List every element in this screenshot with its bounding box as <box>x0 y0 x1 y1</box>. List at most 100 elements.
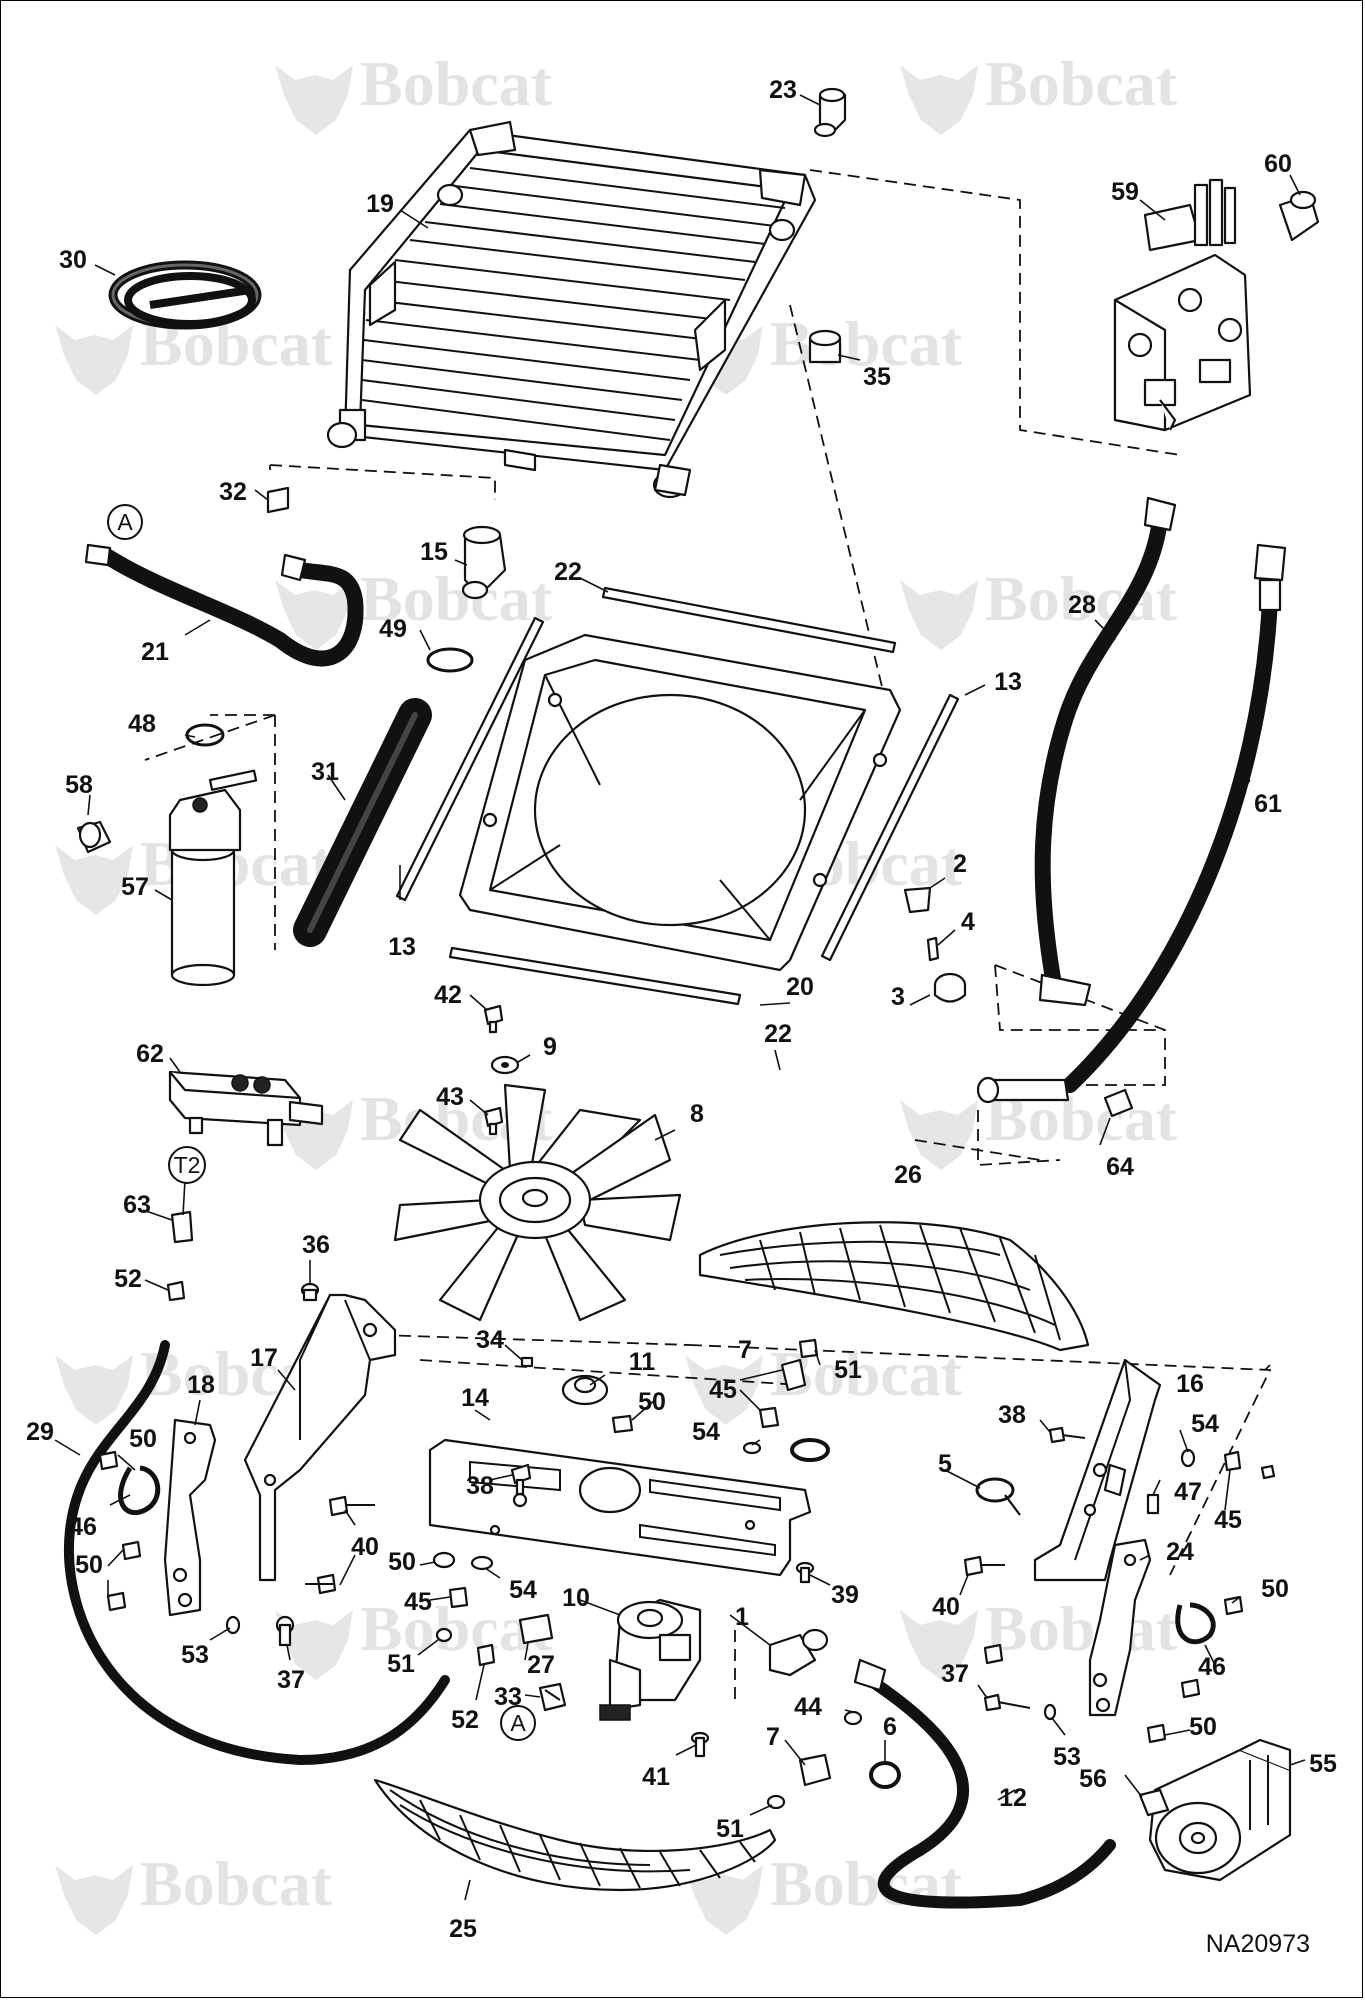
callout-39: 39 <box>831 1581 859 1609</box>
bobcat-watermark: Bobcat <box>900 48 1178 135</box>
clip-45-center <box>758 1406 780 1429</box>
callout-59: 59 <box>1111 178 1139 206</box>
callout-5: 5 <box>938 1450 952 1478</box>
callout-40-2: 40 <box>932 1593 960 1621</box>
callout-51: 51 <box>834 1356 862 1384</box>
clip-7-lower <box>798 1753 832 1787</box>
callout-4: 4 <box>961 908 975 936</box>
watermark-text: Bobcat <box>360 48 553 119</box>
callout-38-2: 38 <box>998 1401 1026 1429</box>
callout-7-2: 7 <box>766 1723 780 1751</box>
callout-32: 32 <box>219 478 247 506</box>
callout-58: 58 <box>65 771 93 799</box>
nut-50-mid <box>432 1551 456 1569</box>
clip-7-upper <box>780 1358 807 1392</box>
callout-28: 28 <box>1068 591 1096 619</box>
clamp-46-left <box>118 1465 161 1516</box>
clamp-49 <box>426 647 474 673</box>
callout-27: 27 <box>527 1651 555 1679</box>
callout-25: 25 <box>449 1915 477 1943</box>
callout-63: 63 <box>123 1191 151 1219</box>
callout-13: 13 <box>994 668 1022 696</box>
washer-54-right <box>1180 1448 1196 1468</box>
callout-3: 3 <box>891 983 905 1011</box>
hose-61 <box>976 543 1287 1104</box>
pin-47 <box>1146 1493 1160 1515</box>
bracket-18 <box>163 1418 217 1617</box>
callout-35: 35 <box>863 363 891 391</box>
callout-8: 8 <box>690 1100 704 1128</box>
callout-22: 22 <box>554 558 582 586</box>
callout-50: 50 <box>129 1425 157 1453</box>
nut-51-mid <box>435 1627 453 1643</box>
bolt-40-right-upper <box>963 1555 1005 1577</box>
washer-53-left <box>225 1615 241 1635</box>
clamp-center <box>790 1438 830 1462</box>
bolt-43 <box>483 1106 504 1136</box>
washer-53-right <box>1043 1703 1057 1721</box>
callout-36: 36 <box>302 1231 330 1259</box>
callout-42: 42 <box>434 981 462 1009</box>
elbow-fitting-1 <box>768 1628 829 1677</box>
clip-45-mid <box>448 1586 469 1609</box>
fan-guard-26 <box>698 1221 1090 1352</box>
nut-50-left-b <box>121 1540 142 1561</box>
callout-38: 38 <box>466 1472 494 1500</box>
callout-45-3: 45 <box>1214 1506 1242 1534</box>
nut-50-left-c <box>106 1591 127 1612</box>
callout-48: 48 <box>128 710 156 738</box>
callout-11: 11 <box>629 1348 656 1376</box>
nut-50-left-a <box>98 1450 119 1471</box>
callout-49: 49 <box>379 615 407 643</box>
clip-45-right <box>1223 1450 1242 1472</box>
callout-9: 9 <box>543 1033 557 1061</box>
svg-text:T2: T2 <box>174 1152 201 1178</box>
hub-11 <box>561 1374 609 1406</box>
callout-50-5: 50 <box>1261 1575 1289 1603</box>
clip-52-lower <box>476 1643 496 1667</box>
callout-51-2: 51 <box>387 1650 415 1678</box>
bolt-40-right-lower <box>983 1643 1004 1665</box>
callout-61: 61 <box>1254 790 1282 818</box>
callout-34: 34 <box>476 1326 504 1354</box>
screw-4 <box>926 936 940 962</box>
callout-16: 16 <box>1176 1370 1204 1398</box>
callout-46-2: 46 <box>1198 1653 1226 1681</box>
callout-54-3: 54 <box>1191 1410 1219 1438</box>
nut-51-upper <box>798 1338 819 1359</box>
callout-44: 44 <box>794 1693 822 1721</box>
bolt-42 <box>483 1004 504 1034</box>
control-valve-59 <box>1113 178 1252 432</box>
fan-motor-10 <box>599 1598 702 1721</box>
callout-14: 14 <box>461 1384 489 1412</box>
fan-mount-plate-14 <box>428 1438 812 1577</box>
callout-20: 20 <box>786 973 814 1001</box>
bobcat-watermark: Bobcat <box>55 1848 333 1935</box>
callout-labels: 1234567789101112131314151617181920212222… <box>26 76 1337 1943</box>
callout-37: 37 <box>277 1666 305 1694</box>
pin-37-left <box>275 1615 295 1647</box>
reference-id: NA20973 <box>1206 1930 1310 1958</box>
fitting-60 <box>1278 190 1320 242</box>
callout-46: 46 <box>69 1513 97 1541</box>
callout-53-2: 53 <box>1053 1743 1081 1771</box>
bolt-41 <box>690 1731 710 1758</box>
screw-39 <box>795 1561 815 1584</box>
svg-text:A: A <box>510 1710 526 1736</box>
callout-55: 55 <box>1309 1750 1337 1778</box>
bolt-40-left-upper <box>328 1495 375 1517</box>
hose-31 <box>293 698 432 947</box>
bobcat-watermark: Bobcat <box>900 1593 1178 1680</box>
callout-6: 6 <box>883 1713 897 1741</box>
callout-52: 52 <box>114 1265 142 1293</box>
callout-54-2: 54 <box>509 1576 537 1604</box>
clip-52-upper <box>166 1280 186 1302</box>
washer-54-center <box>742 1441 762 1455</box>
clamp-6 <box>869 1761 901 1789</box>
hose-12 <box>853 1658 1116 1909</box>
nut-64 <box>1103 1088 1134 1118</box>
fitting-27 <box>518 1613 554 1645</box>
watermark-text: Bobcat <box>770 308 963 379</box>
callout-21: 21 <box>141 638 169 666</box>
fitting-56 <box>1138 1788 1170 1817</box>
